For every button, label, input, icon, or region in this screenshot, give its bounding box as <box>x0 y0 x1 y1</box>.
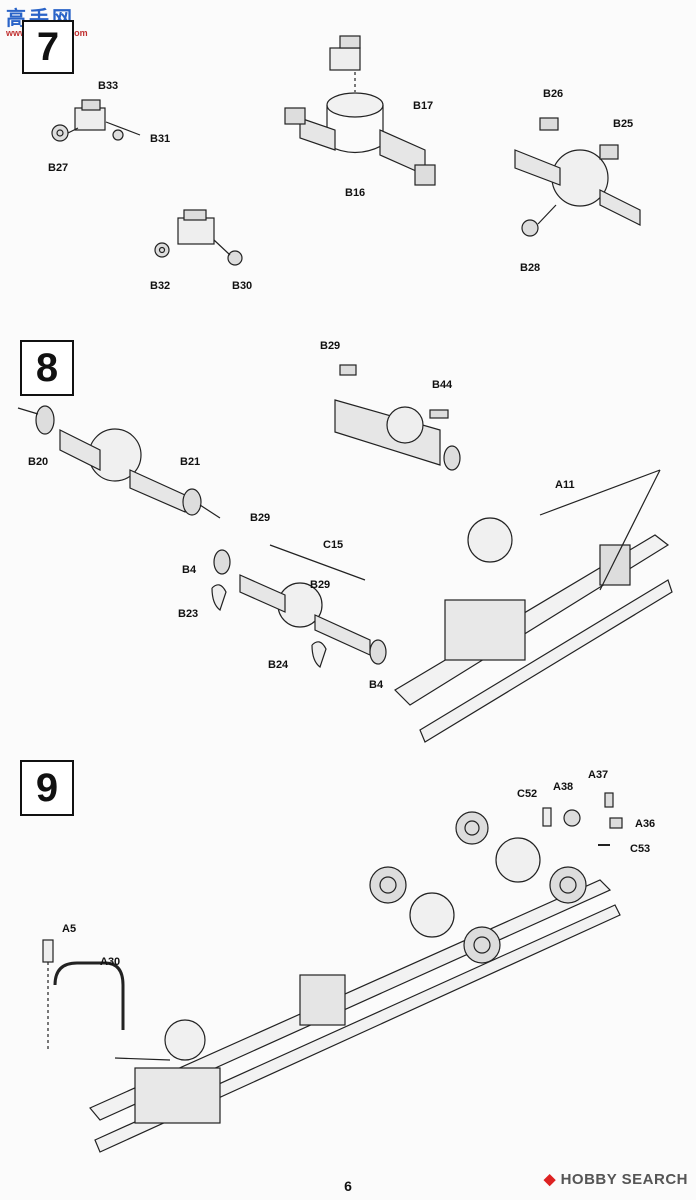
part-label: A38 <box>553 781 574 793</box>
part-label: B33 <box>98 80 119 92</box>
differential-b28-drawing <box>514 117 641 237</box>
part-label: B4 <box>369 679 384 691</box>
part-label: A37 <box>588 769 609 781</box>
part-label: B21 <box>180 456 201 468</box>
part-label: A36 <box>635 818 656 830</box>
gearbox-b32-drawing <box>154 209 243 266</box>
part-label: A30 <box>100 956 121 968</box>
chassis-step8-drawing <box>394 469 673 743</box>
part-label: B26 <box>543 88 564 100</box>
chassis-step9-drawing <box>42 792 623 1153</box>
part-label: B28 <box>520 262 541 274</box>
gearbox-b33-drawing <box>51 99 141 142</box>
step-9-badge: 9 <box>20 760 74 816</box>
part-label: C53 <box>630 843 651 855</box>
page-number: 6 <box>344 1178 352 1194</box>
axle-housing-b16-drawing <box>284 35 436 186</box>
part-label: B17 <box>413 100 434 112</box>
part-label: B25 <box>613 118 634 130</box>
part-label: B4 <box>182 564 197 576</box>
part-label: B29 <box>310 579 331 591</box>
part-label: B23 <box>178 608 199 620</box>
part-label: A11 <box>555 479 575 491</box>
hobbysearch-logo-icon: ◆ <box>543 1171 556 1188</box>
part-label: B20 <box>28 456 49 468</box>
rear-axle-b44-drawing <box>334 364 461 471</box>
part-label: B44 <box>432 379 453 391</box>
part-label: B24 <box>268 659 289 671</box>
part-label: C52 <box>517 788 538 800</box>
part-label: B16 <box>345 187 366 199</box>
part-label: B32 <box>150 280 171 292</box>
footer-brand: ◆ HOBBY SEARCH <box>544 1170 688 1188</box>
part-label: B30 <box>232 280 253 292</box>
part-label: B29 <box>320 340 341 352</box>
footer-brand-text: HOBBY SEARCH <box>560 1171 688 1188</box>
step-7-badge: 7 <box>22 20 74 74</box>
part-label: B31 <box>150 133 171 145</box>
middle-axle-c15-drawing <box>211 544 387 668</box>
part-label: B29 <box>250 512 271 524</box>
step-8-badge: 8 <box>20 340 74 396</box>
part-label: B27 <box>48 162 69 174</box>
front-axle-drawing <box>17 405 221 519</box>
part-label: A5 <box>62 923 77 935</box>
part-label: C15 <box>323 539 344 551</box>
